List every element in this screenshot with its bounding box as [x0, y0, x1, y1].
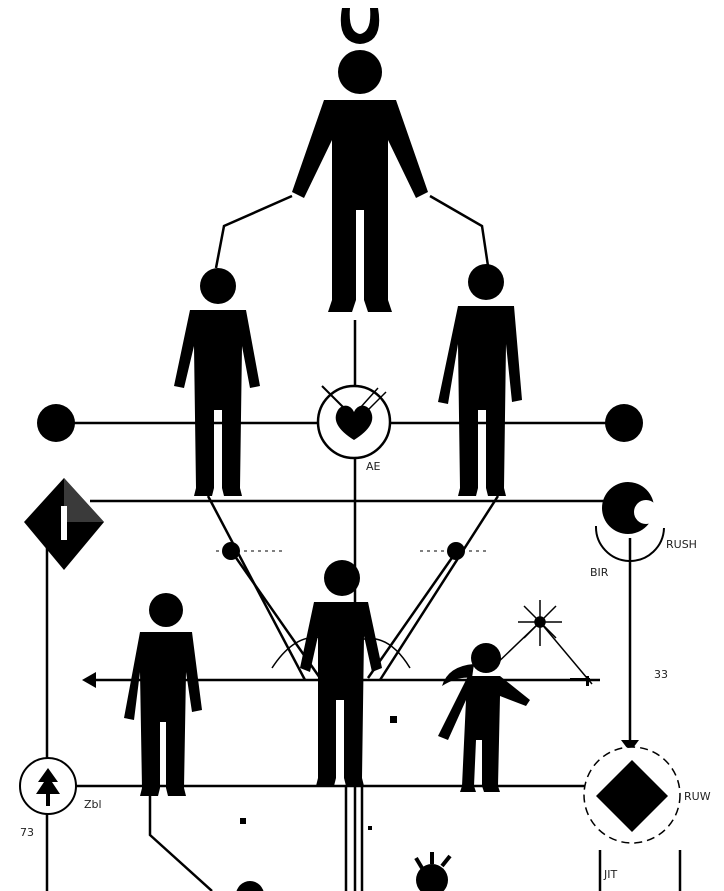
- tree-circle-icon-left: [19, 757, 77, 815]
- person-left-child: [124, 593, 202, 796]
- node-dot-right: [605, 404, 643, 442]
- left-bottom-sublabel: 73: [20, 826, 34, 839]
- right-top-label: RUSH: [666, 538, 697, 551]
- link-top-to-right: [429, 194, 490, 267]
- diamond-icon-left: [24, 478, 104, 570]
- arrowhead-down-right: [621, 740, 639, 752]
- crescent-icon-right: [594, 482, 665, 562]
- person-top-parent: [292, 50, 428, 312]
- diag-right-inner: [366, 551, 458, 679]
- heart-medallion-icon: [316, 384, 392, 460]
- right-bottom-label: RUW: [684, 790, 711, 803]
- diag-right-outer: [378, 495, 500, 681]
- left-bottom-label: Zbl: [84, 798, 102, 811]
- diamond-icon-right-bottom: [583, 746, 681, 844]
- person-right-child: [438, 643, 530, 792]
- right-top-sublabel: BIR: [590, 566, 609, 579]
- person-center-child: [300, 560, 382, 786]
- arrowhead-left: [82, 672, 96, 688]
- marker-square-a: [390, 716, 397, 723]
- decorative-arcs: [271, 636, 411, 669]
- idea-icon-bottom: [414, 852, 452, 891]
- person-left-parent: [174, 268, 260, 496]
- person-right-parent: [438, 264, 522, 496]
- horseshoe-icon: [340, 8, 380, 44]
- mid-right-label: 33: [654, 668, 668, 681]
- link-top-to-left: [214, 194, 293, 269]
- center-badge-label: AE: [366, 460, 381, 473]
- node-dot-left: [37, 404, 75, 442]
- bottom-right-label: JIT: [603, 868, 617, 881]
- partial-head-bottom: [236, 881, 264, 891]
- marker-square-b: [240, 818, 246, 824]
- small-marks: [368, 676, 590, 830]
- link-bottom-left: [148, 790, 213, 891]
- sparkle-icon: [489, 600, 593, 685]
